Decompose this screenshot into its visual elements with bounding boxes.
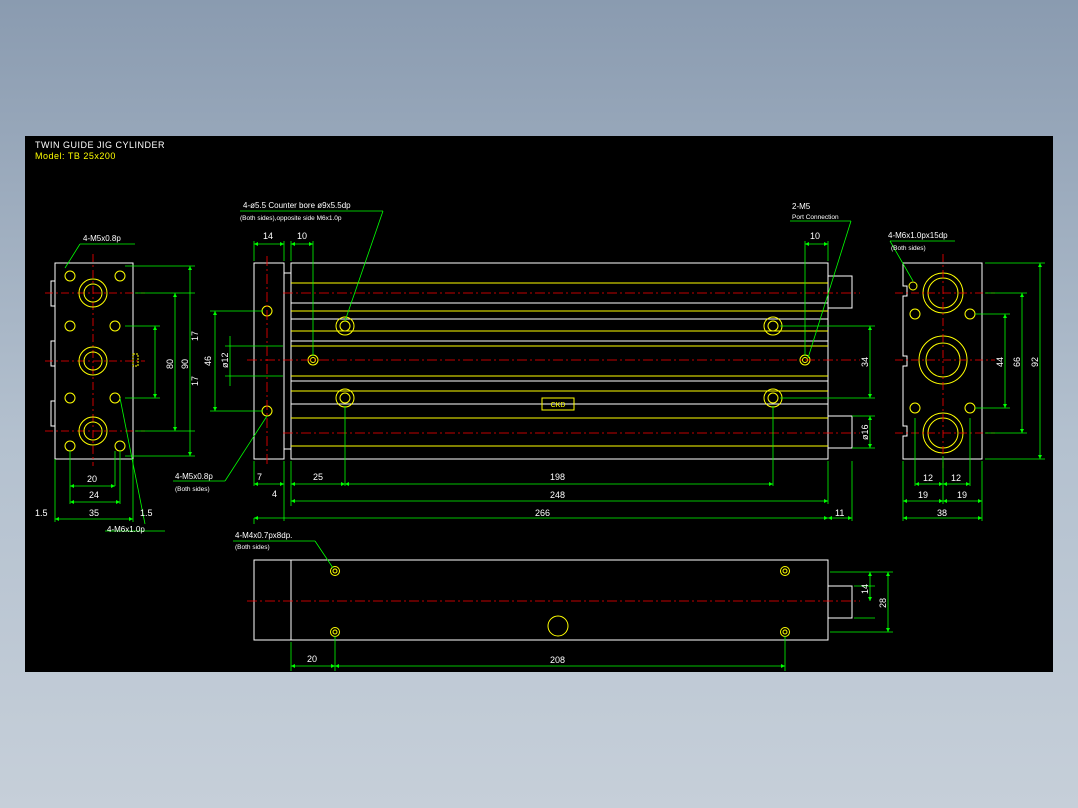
dim-266: 266 [535, 508, 550, 518]
dim-25: 25 [313, 472, 323, 482]
dim-19b: 19 [957, 490, 967, 500]
dim-20: 20 [87, 474, 97, 484]
dim-80: 80 [165, 359, 175, 369]
callout-top-holes-2: (Both sides),opposite side M6x1.0p [240, 215, 342, 222]
dim-12a: 12 [923, 473, 933, 483]
dim-44: 44 [995, 357, 1005, 367]
callout-port-1: 2-M5 [792, 202, 811, 211]
dim-46: 46 [203, 356, 213, 366]
dim-1-5b: 1.5 [140, 508, 153, 518]
dim-10a: 10 [297, 231, 307, 241]
dim-90: 90 [180, 359, 190, 369]
dim-4: 4 [272, 489, 277, 499]
front-view-guides [261, 282, 828, 447]
dim-7: 7 [257, 472, 262, 482]
left-end-centerlines [45, 254, 145, 466]
dim-248: 248 [550, 490, 565, 500]
bottom-view [253, 559, 853, 641]
dim-12: ø12 [220, 352, 230, 368]
dim-24: 24 [89, 490, 99, 500]
dim-17a: 17 [190, 331, 200, 341]
dim-34: 34 [860, 357, 870, 367]
dim-12b: 12 [951, 473, 961, 483]
left-end-holes [64, 270, 126, 452]
dim-35: 35 [89, 508, 99, 518]
right-end-holes [908, 272, 976, 454]
callout-top-holes-1: 4-ø5.5 Counter bore ø9x5.5dp [243, 201, 351, 210]
bottom-view-dimensions [233, 540, 893, 671]
dim-208: 208 [550, 655, 565, 665]
drawing-title: TWIN GUIDE JIG CYLINDER [35, 140, 166, 150]
model-label: Model: TB 25x200 [35, 151, 116, 161]
dim-198: 198 [550, 472, 565, 482]
callout-front-bottom-2: (Both sides) [175, 486, 210, 493]
dim-20b: 20 [307, 654, 317, 664]
right-end-dimensions [889, 240, 1045, 521]
front-view-dimensions [173, 210, 875, 524]
label-plate: CKD [541, 397, 575, 411]
dim-92: 92 [1030, 357, 1040, 367]
cad-viewport[interactable]: TWIN GUIDE JIG CYLINDER Model: TB 25x200 [25, 136, 1053, 672]
dim-10b: 10 [810, 231, 820, 241]
bottom-view-holes [330, 566, 790, 637]
dim-14b: 14 [860, 584, 870, 594]
front-view [253, 262, 853, 460]
svg-text:CKD: CKD [551, 402, 566, 409]
callout-left-top: 4-M5x0.8p [83, 234, 121, 243]
callout-front-bottom-1: 4-M5x0.8p [175, 472, 213, 481]
dim-17b: 17 [190, 376, 200, 386]
dim-14: 14 [263, 231, 273, 241]
dim-1-5a: 1.5 [35, 508, 48, 518]
dim-16: ø16 [860, 424, 870, 440]
dim-38: 38 [937, 508, 947, 518]
left-end-dimensions [54, 243, 195, 532]
dim-28: 28 [878, 598, 888, 608]
callout-right-top-1: 4-M6x1.0px15dp [888, 231, 948, 240]
dim-19a: 19 [918, 490, 928, 500]
callout-bottom-view-2: (Both sides) [235, 544, 270, 551]
callout-left-bottom: 4-M6x1.0p [107, 525, 145, 534]
dim-66: 66 [1012, 357, 1022, 367]
dim-11: 11 [835, 508, 844, 518]
callout-port-2: Port Connection [792, 214, 839, 221]
front-view-centerlines [247, 256, 860, 466]
callout-right-top-2: (Both sides) [891, 245, 926, 252]
right-end-centerlines [895, 254, 995, 468]
callout-bottom-view-1: 4-M4x0.7px8dp. [235, 531, 292, 540]
drawing-canvas: 4-M5x0.8p 17 17 80 90 20 24 35 1.5 1.5 4… [35, 201, 1045, 671]
